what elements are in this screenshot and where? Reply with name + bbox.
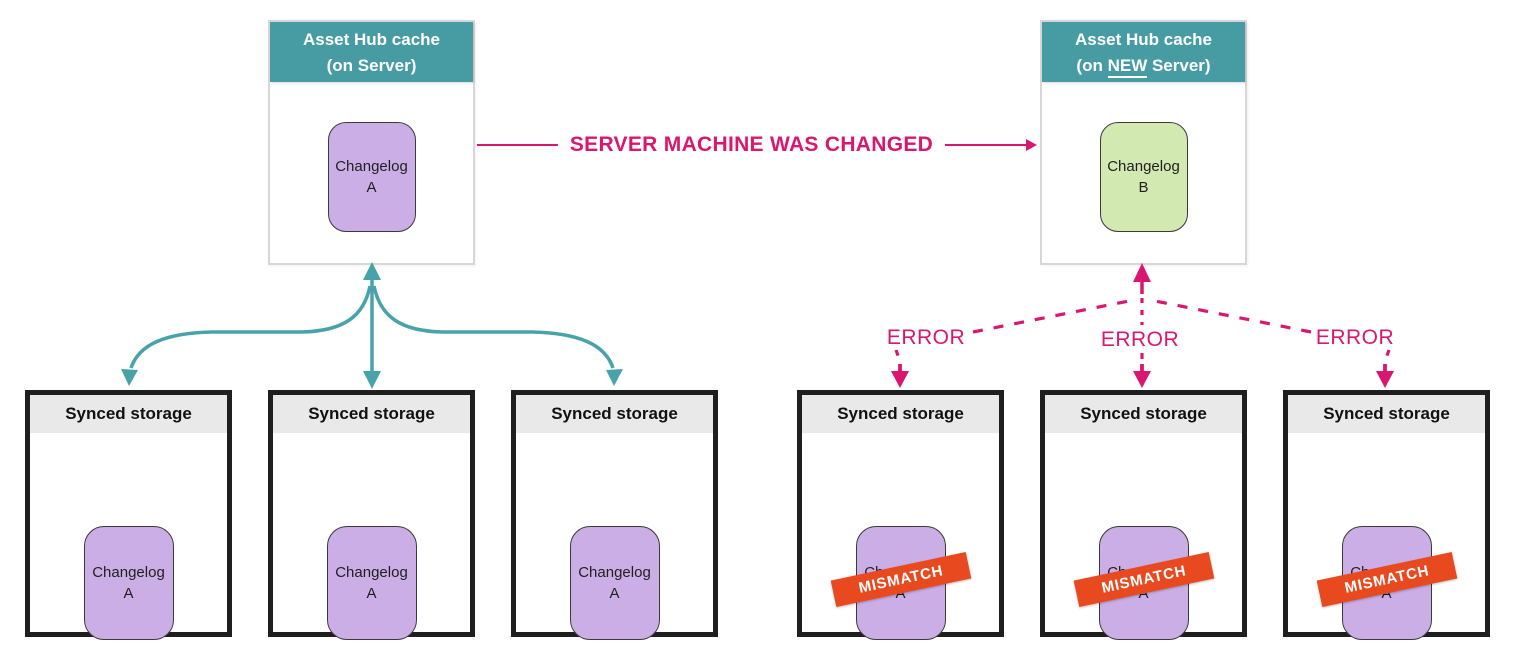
arrowhead-down-icon [363, 371, 381, 389]
synced-storage-box: Synced storage Changelog A [25, 390, 232, 640]
synced-storage-box: Synced storage Changelog A [511, 390, 718, 640]
storage-body: Changelog A MISMATCH [1045, 433, 1242, 640]
synced-storage-box: Synced storage Changelog A [268, 390, 475, 640]
changelog-version: A [366, 179, 377, 196]
arrowhead-down-right-icon [606, 369, 623, 386]
changelog-node-a: Changelog A [327, 122, 416, 232]
storage-body: Changelog A [273, 433, 470, 640]
arrowhead-up-icon [1133, 263, 1151, 282]
cache-title-line1: Asset Hub cache [303, 30, 440, 49]
sync-arrows-graphic [121, 262, 623, 389]
storage-title: Synced storage [1288, 395, 1485, 433]
right-arrowhead-icon [1026, 139, 1038, 151]
changelog-version: A [1138, 585, 1149, 602]
arrow-line-left [477, 144, 558, 146]
storage-body: Changelog A MISMATCH [802, 433, 999, 640]
storage-title: Synced storage [802, 395, 999, 433]
cache-title-new-underlined: NEW [1107, 56, 1148, 78]
arrowhead-down-left-icon [121, 369, 138, 386]
storage-title: Synced storage [273, 395, 470, 433]
cache-title-line1: Asset Hub cache [1075, 30, 1212, 49]
changelog-version: A [895, 585, 906, 602]
cache-title-server: Asset Hub cache (on Server) [270, 22, 473, 82]
error-arrows-graphic [891, 263, 1394, 388]
changelog-label: Changelog [578, 564, 651, 581]
error-label: ERROR [1315, 326, 1395, 349]
changelog-label: Changelog [92, 564, 165, 581]
arrowhead-up-icon [363, 262, 381, 280]
error-label: ERROR [886, 326, 966, 349]
cache-title-new-server: Asset Hub cache (on NEW Server) [1042, 22, 1245, 82]
changelog-node-a: Changelog A [569, 526, 660, 640]
changelog-label: Changelog [335, 564, 408, 581]
storage-body: Changelog A [516, 433, 713, 640]
storage-title: Synced storage [1045, 395, 1242, 433]
asset-hub-cache-box-new-server: Asset Hub cache (on NEW Server) Changelo… [1040, 20, 1247, 265]
arrowhead-down-icon [1376, 371, 1394, 388]
changelog-node-a: Changelog A [83, 526, 174, 640]
arrowhead-down-icon [1133, 371, 1151, 388]
changelog-version: A [366, 585, 377, 602]
cache-title-line2: (on Server) [326, 56, 417, 75]
changelog-label: Changelog [1107, 158, 1180, 175]
synced-storage-box: Synced storage Changelog A MISMATCH [797, 390, 1004, 640]
changelog-version: B [1138, 179, 1149, 196]
synced-storage-box: Synced storage Changelog A MISMATCH [1283, 390, 1490, 640]
changelog-version: A [1381, 585, 1392, 602]
synced-storage-box: Synced storage Changelog A MISMATCH [1040, 390, 1247, 640]
cache-title-prefix: (on [1076, 56, 1108, 75]
changelog-node-a: Changelog A [326, 526, 417, 640]
arrowhead-down-icon [891, 371, 909, 388]
changelog-label: Changelog [335, 158, 408, 175]
server-changed-arrow: SERVER MACHINE WAS CHANGED [477, 131, 1038, 159]
cache-body: Changelog B [1042, 82, 1245, 263]
storage-body: Changelog A [30, 433, 227, 640]
storage-title: Synced storage [30, 395, 227, 433]
cache-body: Changelog A [270, 82, 473, 263]
server-changed-label: SERVER MACHINE WAS CHANGED [569, 133, 934, 156]
storage-body: Changelog A MISMATCH [1288, 433, 1485, 640]
changelog-version: A [609, 585, 620, 602]
arrow-line-right [945, 144, 1027, 146]
asset-hub-cache-box-server: Asset Hub cache (on Server) Changelog A [268, 20, 475, 265]
changelog-version: A [123, 585, 134, 602]
error-label: ERROR [1100, 328, 1180, 351]
storage-title: Synced storage [516, 395, 713, 433]
cache-title-suffix: Server) [1147, 56, 1211, 75]
cache-title-line2: (on NEW Server) [1042, 53, 1245, 79]
changelog-node-b: Changelog B [1099, 122, 1188, 232]
